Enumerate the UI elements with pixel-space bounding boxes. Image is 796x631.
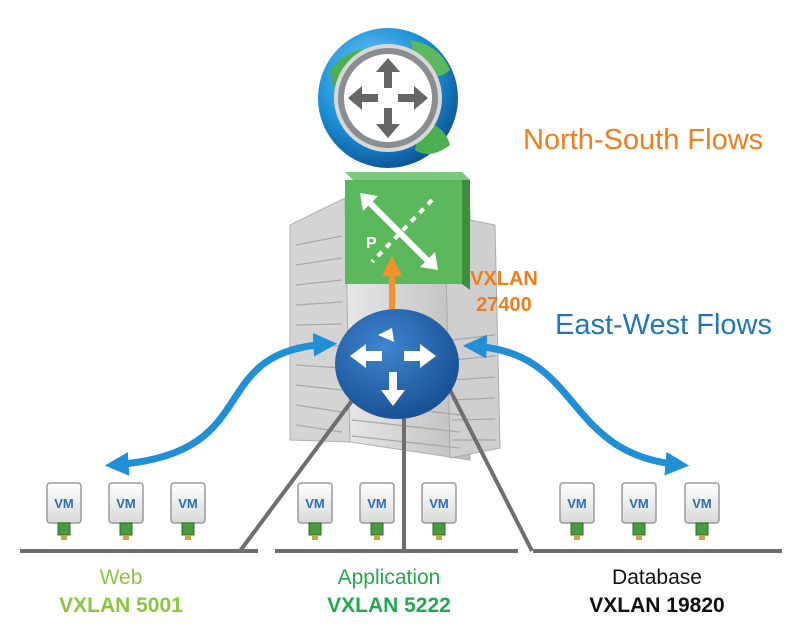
- edge-services-gateway-icon: P: [345, 172, 470, 290]
- east-west-flows-label: East-West Flows: [555, 309, 773, 341]
- router-letter: P: [366, 235, 377, 252]
- east-west-flow-arrow-right: [462, 334, 690, 476]
- db-segment-name: Database: [612, 566, 702, 589]
- physical-router-icon: [334, 44, 442, 152]
- vm-icon: [170, 482, 206, 541]
- east-west-flow-arrow-left: [104, 332, 338, 476]
- vm-icon: [559, 482, 595, 541]
- transit-vxlan-line1: VXLAN: [470, 268, 538, 290]
- vm-icon: [46, 482, 82, 541]
- logical-router-icon: [335, 309, 459, 419]
- transit-vxlan-label: VXLAN 27400: [462, 266, 546, 318]
- web-segment-vxlan: VXLAN 5001: [59, 594, 183, 617]
- north-south-flows-label: North-South Flows: [523, 124, 764, 156]
- db-vms: [559, 482, 720, 541]
- vm-icon: [684, 482, 720, 541]
- vm-icon: [359, 482, 395, 541]
- web-vms: [46, 482, 206, 541]
- vm-icon: [421, 482, 457, 541]
- web-segment-name: Web: [99, 566, 143, 589]
- vm-icon: [108, 482, 144, 541]
- vm-icon: [621, 482, 657, 541]
- vm-icon: [297, 482, 333, 541]
- app-segment-name: Application: [337, 566, 441, 589]
- db-segment-vxlan: VXLAN 19820: [589, 594, 725, 617]
- transit-vxlan-line2: 27400: [476, 294, 532, 316]
- app-segment-vxlan: VXLAN 5222: [327, 594, 451, 617]
- app-vms: [297, 482, 457, 541]
